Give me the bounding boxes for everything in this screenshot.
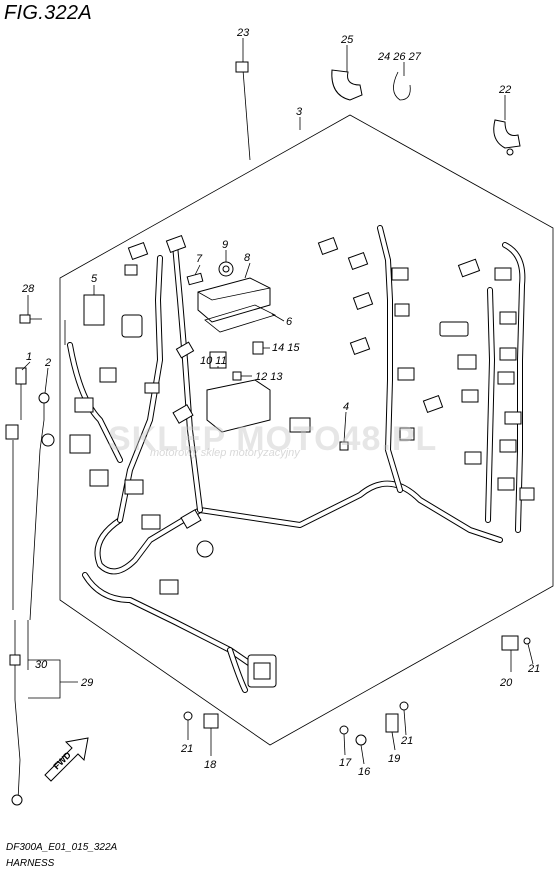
figure-code: DF300A_E01_015_322A [6,842,118,853]
figure-title: FIG.322A [4,2,92,24]
callout-28: 28 [21,283,35,295]
callout-16: 16 [358,766,371,778]
callout-19: 19 [388,753,400,765]
callout-5: 5 [91,273,98,285]
callout-21-middle: 21 [400,735,413,747]
main-harness [67,225,526,693]
callout-4: 4 [343,401,349,413]
separate-parts [5,61,531,806]
callout-1: 1 [26,351,32,363]
callout-17: 17 [339,757,352,769]
callout-3: 3 [296,106,303,118]
callout-21-right: 21 [527,663,540,675]
callout-25: 25 [340,34,354,46]
callout-30: 30 [35,659,48,671]
figure-caption: HARNESS [6,858,55,869]
assembly-outline [59,114,554,746]
callout-12-13: 12 13 [255,371,283,383]
callout-2: 2 [44,357,51,369]
callout-10-11: 10 11 [200,355,227,367]
harness-connectors [69,234,535,688]
callout-24-26-27: 24 26 27 [377,51,422,63]
callout-7: 7 [196,253,203,265]
callout-29: 29 [80,677,93,689]
callout-6: 6 [286,316,293,328]
callout-23: 23 [236,27,250,39]
callout-labels: 23 25 24 26 27 22 3 5 28 1 2 7 9 8 6 14 … [21,27,540,778]
callout-18: 18 [204,759,217,771]
callout-8: 8 [244,252,251,264]
callout-14-15: 14 15 [272,342,300,354]
watermark: SKLEP MOTO48.PL [108,420,438,458]
leader-lines [21,38,534,765]
callout-9: 9 [222,239,228,251]
watermark-subtext: motorowy sklep motoryzacyjny [150,447,300,459]
callout-22: 22 [498,84,511,96]
callout-20: 20 [499,677,513,689]
callout-21-left: 21 [180,743,193,755]
